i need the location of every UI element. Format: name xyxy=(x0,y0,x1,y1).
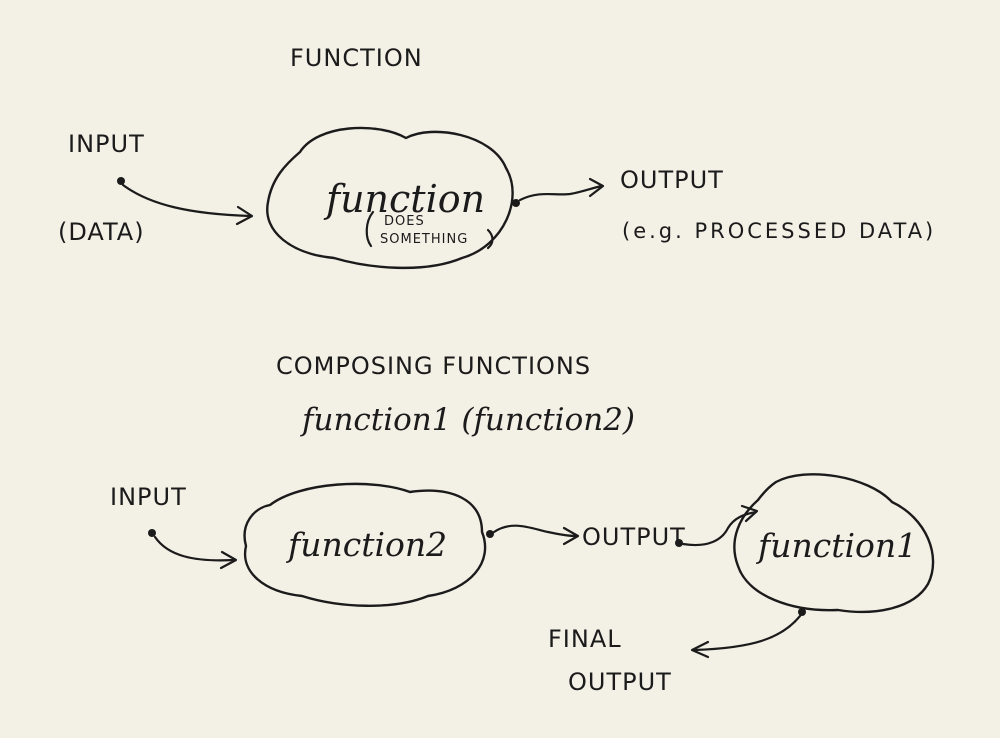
function2-output-arrowhead xyxy=(562,526,580,546)
intermediate-output-dot xyxy=(675,539,683,547)
to-function1-arrowhead xyxy=(740,504,759,523)
function-title: FUNCTION xyxy=(290,44,423,72)
function2-output-arrow xyxy=(492,524,578,538)
input2-arrowhead xyxy=(219,550,238,570)
composing-title: COMPOSING FUNCTIONS xyxy=(276,352,591,380)
final-output-arrowhead xyxy=(690,640,710,659)
function-blob xyxy=(266,126,514,270)
intermediate-output-label: OUTPUT xyxy=(582,523,686,551)
function-note-line2: SOMETHING xyxy=(380,232,468,247)
function2-blob xyxy=(243,482,487,607)
output-label: OUTPUT xyxy=(620,166,724,194)
function-label: function xyxy=(323,177,485,221)
input2-label: INPUT xyxy=(110,483,187,511)
function1-output-dot xyxy=(798,608,806,616)
final-output-line1: FINAL xyxy=(548,625,622,653)
input-label: INPUT xyxy=(68,130,145,158)
note-open-paren xyxy=(365,210,375,248)
input-dot xyxy=(117,177,125,185)
final-output-line2: OUTPUT xyxy=(568,668,672,696)
final-output-arrow xyxy=(692,614,802,652)
output-arrow xyxy=(518,184,604,202)
input-arrowhead xyxy=(235,205,254,226)
input-arrow xyxy=(121,183,252,218)
function2-label: function2 xyxy=(285,525,447,564)
note-close-paren xyxy=(486,228,494,250)
composition-expression: function1 (function2) xyxy=(300,402,635,438)
function2-output-dot xyxy=(486,530,494,538)
input2-dot xyxy=(148,529,156,537)
function1-label: function1 xyxy=(755,526,917,565)
output-dot xyxy=(512,199,520,207)
output-arrowhead xyxy=(588,177,605,198)
output-sublabel: (e.g. PROCESSED DATA) xyxy=(622,219,936,243)
to-function1-arrow xyxy=(681,510,758,547)
input-sublabel: (DATA) xyxy=(58,218,145,246)
function1-blob xyxy=(733,473,935,614)
function-note-line1: DOES xyxy=(384,214,425,229)
input2-arrow xyxy=(153,535,236,562)
